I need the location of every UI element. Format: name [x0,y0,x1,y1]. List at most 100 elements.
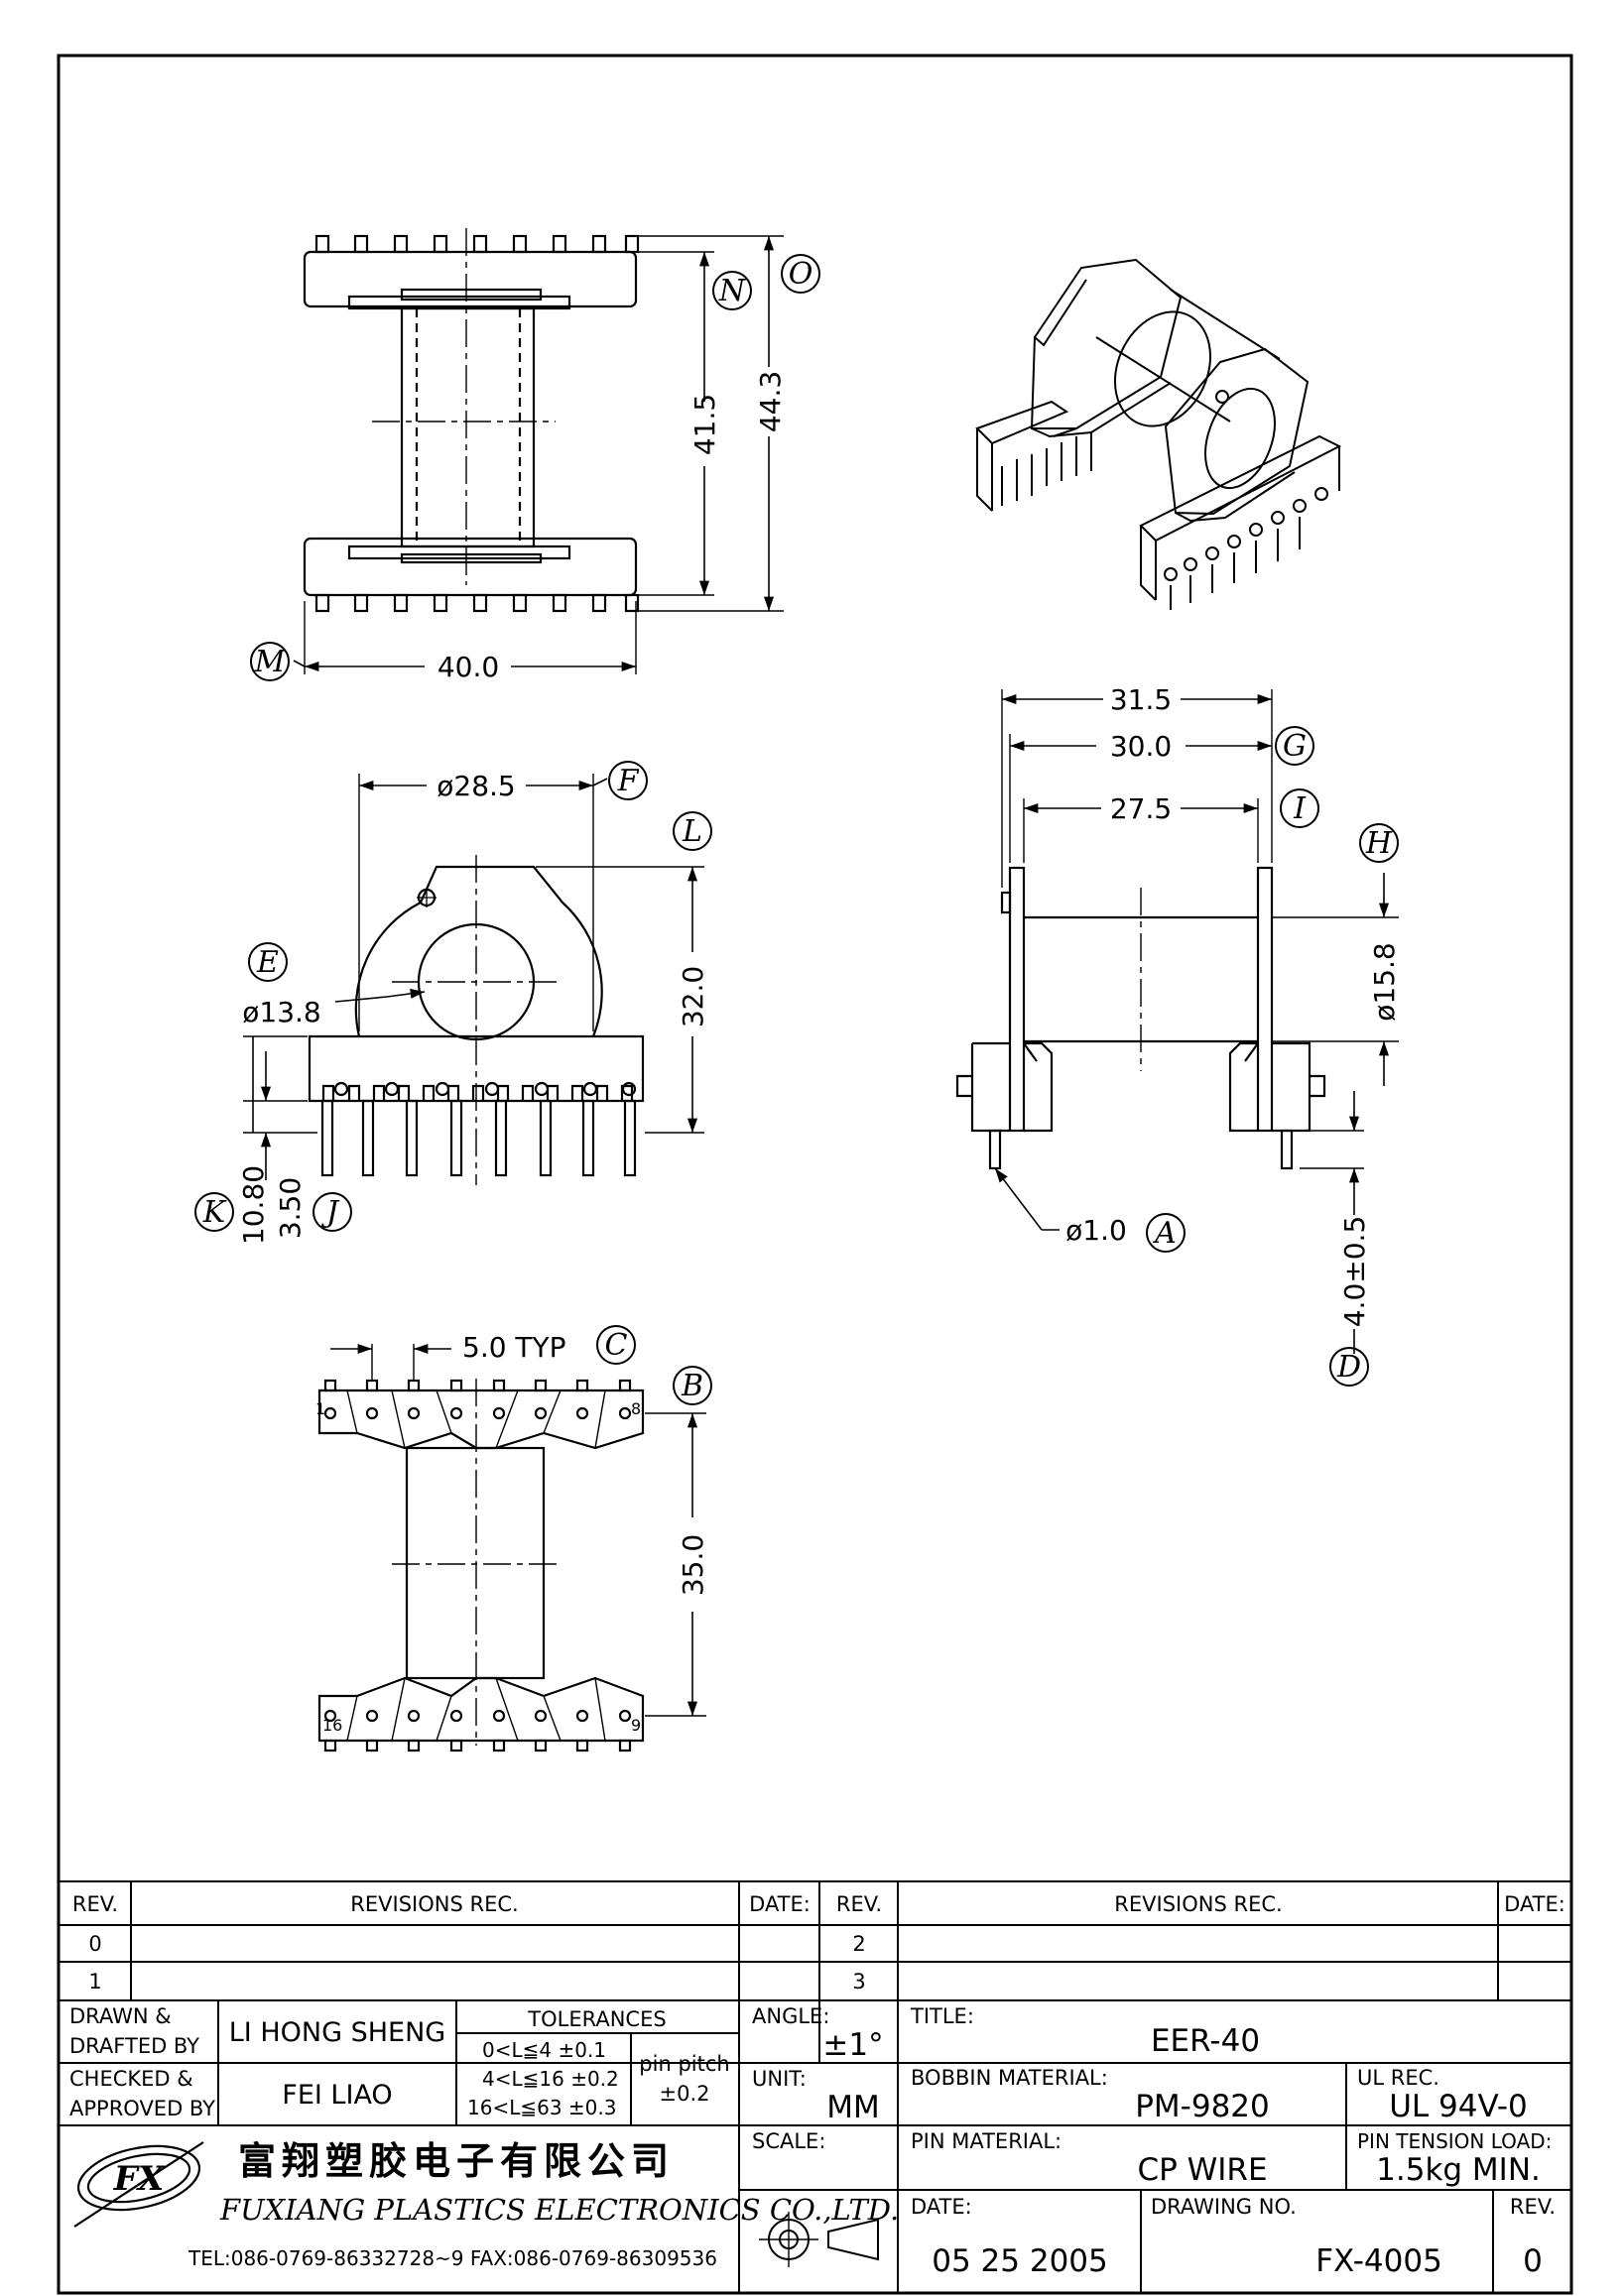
callout-i: I [1280,788,1319,828]
dim-front-standoff: 3.50 [274,1177,307,1239]
date-header-left: DATE: [749,1892,811,1916]
svg-text:B: B [681,1369,703,1403]
callout-c: C [596,1325,636,1365]
callout-j: J [312,1192,352,1232]
dim-side-winding: 27.5 [1110,792,1172,825]
rev-header-right: REV. [836,1892,882,1916]
dim-top-width: 40.0 [437,651,499,683]
bobbin-label: BOBBIN MATERIAL: [911,2066,1108,2090]
pin-tension-label: PIN TENSION LOAD: [1357,2129,1552,2153]
svg-text:L: L [682,814,702,849]
isometric-view [975,258,1342,610]
ul-value: UL 94V-0 [1389,2089,1528,2124]
tolerance-2: 4<L≦16 ±0.2 [482,2067,619,2091]
title-block-grid [59,1880,1571,2293]
dim-inner-height: 41.5 [688,394,721,455]
svg-text:A: A [1152,1216,1177,1251]
callout-e: E [248,942,288,982]
svg-text:E: E [256,945,279,980]
svg-text:I: I [1293,791,1307,826]
bottom-pins-upper [323,1379,632,1392]
pin-tension-value: 1.5kg MIN. [1376,2152,1541,2188]
drawing-no-value: FX-4005 [1315,2243,1442,2279]
rev-label: REV. [1510,2195,1556,2219]
checked-name: FEI LIAO [282,2080,392,2111]
unit-value: MM [826,2090,880,2125]
top-flange-lower [303,537,638,597]
svg-text:N: N [718,274,747,308]
svg-text:F: F [617,764,640,798]
svg-text:K: K [202,1195,227,1230]
svg-text:J: J [320,1195,340,1230]
pin-number-1: 1 [315,1399,325,1418]
tolerance-3: 16<L≦63 ±0.3 [467,2096,616,2119]
sheet-border [57,54,1573,2295]
pin-material-value: CP WIRE [1137,2152,1267,2188]
scale-label: SCALE: [752,2129,825,2153]
front-view [243,774,704,1185]
dim-side-flange-outer: 30.0 [1110,730,1172,763]
checked-label-2: APPROVED BY [69,2097,215,2120]
checked-label-1: CHECKED & [69,2067,193,2091]
top-pins-upper [314,234,640,254]
side-flange-left [1008,866,1026,1133]
date-header-right: DATE: [1504,1892,1565,1916]
drawn-label-1: DRAWN & [69,2004,172,2028]
drawn-label-2: DRAFTED BY [69,2034,199,2058]
logo-text: FX [113,2159,166,2199]
front-base [308,1034,645,1103]
front-pins [320,1099,637,1177]
date-label: DATE: [911,2195,972,2219]
svg-text:G: G [1283,729,1307,764]
company-name-cn: 富翔塑胶电子有限公司 [238,2138,675,2183]
callout-l: L [673,811,712,851]
rev-right-3: 3 [852,1970,865,1994]
bottom-view [317,1343,706,1752]
dim-side-pin-length: 4.0±0.5 [1338,1216,1371,1328]
tolerances-label: TOLERANCES [527,2007,666,2031]
date-value: 05 25 2005 [932,2243,1108,2279]
side-view [955,689,1399,1354]
dim-pin-pitch: 5.0 TYP [462,1331,566,1364]
callout-g: G [1275,726,1314,766]
pin-material-label: PIN MATERIAL: [911,2129,1062,2153]
dim-front-base: 10.80 [237,1165,270,1245]
revisions-header-right: REVISIONS REC. [1114,1892,1282,1916]
rev-left-0: 0 [88,1932,101,1956]
dim-pin-rows: 35.0 [677,1534,709,1596]
dim-side-pin: ø1.0 [1065,1214,1127,1247]
company-contact: TEL:086-0769-86332728~9 FAX:086-0769-863… [187,2246,717,2270]
side-pin-right [1280,1129,1294,1170]
callout-k: K [194,1192,234,1232]
bottom-header-lower [317,1676,645,1743]
top-pins-lower [314,593,640,613]
dim-outer-height: 44.3 [754,371,787,432]
svg-text:C: C [605,1328,628,1363]
ul-label: UL REC. [1357,2066,1439,2090]
tolerance-1: 0<L≦4 ±0.1 [482,2038,606,2062]
revisions-header-left: REVISIONS REC. [350,1892,518,1916]
unit-label: UNIT: [752,2067,807,2091]
dim-side-core: ø15.8 [1368,942,1401,1021]
pin-number-16: 16 [322,1716,342,1735]
pin-pitch-value: ±0.2 [660,2082,710,2106]
drawn-name: LI HONG SHENG [229,2017,445,2048]
svg-text:D: D [1336,1350,1361,1385]
rev-value: 0 [1523,2243,1543,2279]
bottom-header-upper [317,1389,645,1450]
top-flange-upper [303,250,638,308]
callout-d: D [1329,1347,1369,1387]
pin-pitch-label: pin pitch [639,2052,729,2076]
title-label: TITLE: [910,2004,974,2028]
bottom-pins-lower [323,1739,632,1752]
rev-right-2: 2 [852,1932,865,1956]
bottom-core [405,1446,546,1680]
company-name-en: FUXIANG PLASTICS ELECTRONICS CO.,LTD. [219,2193,899,2227]
callout-n: N [712,271,752,310]
callout-f: F [608,761,648,800]
top-core-tube [400,306,536,548]
dim-hole-dia: ø13.8 [242,996,320,1028]
svg-text:M: M [254,645,287,679]
callout-h: H [1359,823,1399,863]
callout-o: O [781,254,820,294]
